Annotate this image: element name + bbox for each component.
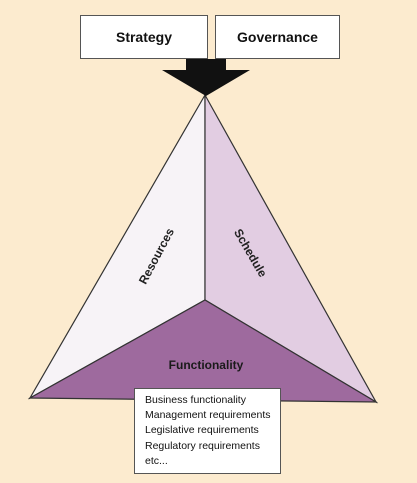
strategy-label: Strategy [115,29,173,45]
requirement-item: Regulatory requirements [145,439,260,452]
governance-box: Governance [215,15,340,59]
down-arrow-icon [162,59,250,96]
requirements-box: Business functionality Management requir… [134,388,281,474]
requirement-item: Management requirements [145,409,271,422]
requirement-item: Business functionality [145,394,246,406]
governance-label: Governance [237,29,318,45]
strategy-box: Strategy [80,15,208,59]
requirement-item: etc... [145,454,168,467]
requirement-item: Legislative requirements [145,424,259,437]
functionality-label: Functionality [169,358,244,372]
